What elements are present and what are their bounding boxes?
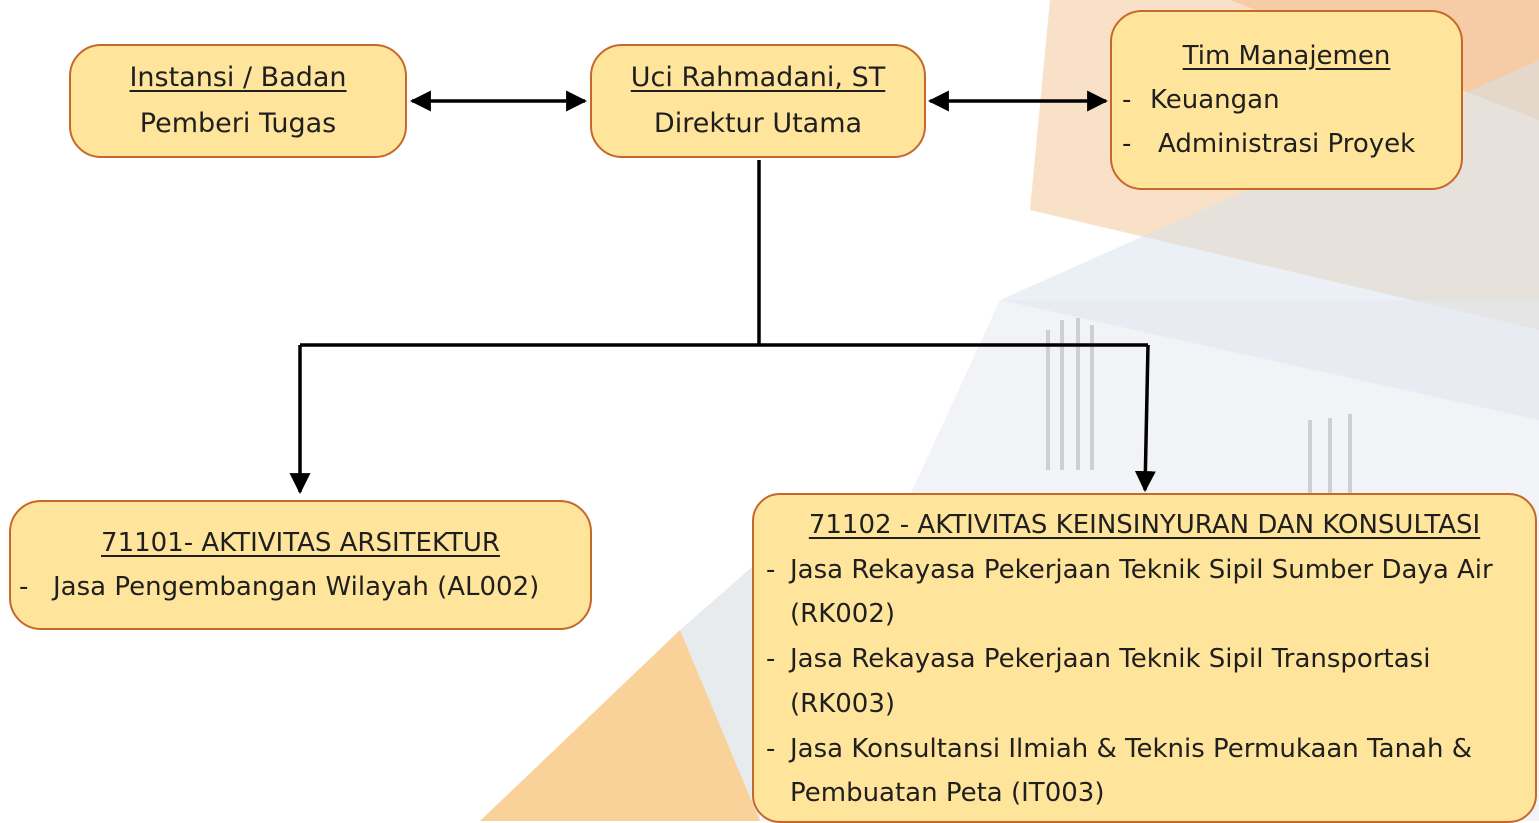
node-instansi-subtitle: Pemberi Tugas xyxy=(139,108,337,139)
node-instansi-title: Instansi / Badan xyxy=(129,62,347,94)
node-instansi: Instansi / Badan Pemberi Tugas xyxy=(69,44,407,158)
list-item: -Administrasi Proyek xyxy=(1122,129,1416,160)
node-direktur: Uci Rahmadani, ST Direktur Utama xyxy=(590,44,926,158)
drop-keinsinyuran xyxy=(1134,344,1156,493)
node-arsitektur: 71101- AKTIVITAS ARSITEKTUR -Jasa Pengem… xyxy=(9,500,592,630)
list-item: -Keuangan xyxy=(1122,84,1280,115)
node-tim-manajemen: Tim Manajemen -Keuangan -Administrasi Pr… xyxy=(1110,10,1463,190)
node-direktur-title: Uci Rahmadani, ST xyxy=(630,62,886,94)
list-item: -Jasa Rekayasa Pekerjaan Teknik Sipil Su… xyxy=(766,554,1493,630)
list-item: -Jasa Konsultansi Ilmiah & Teknis Permuk… xyxy=(766,733,1472,809)
node-arsitektur-title: 71101- AKTIVITAS ARSITEKTUR xyxy=(101,527,500,558)
node-keinsinyuran: 71102 - AKTIVITAS KEINSINYURAN DAN KONSU… xyxy=(752,493,1537,823)
list-item: -Jasa Pengembangan Wilayah (AL002) xyxy=(19,572,540,602)
node-keinsinyuran-title: 71102 - AKTIVITAS KEINSINYURAN DAN KONSU… xyxy=(808,510,1481,540)
list-item: -Jasa Rekayasa Pekerjaan Teknik Sipil Tr… xyxy=(766,644,1431,719)
node-tim-title: Tim Manajemen xyxy=(1182,40,1391,71)
node-direktur-subtitle: Direktur Utama xyxy=(653,108,863,139)
